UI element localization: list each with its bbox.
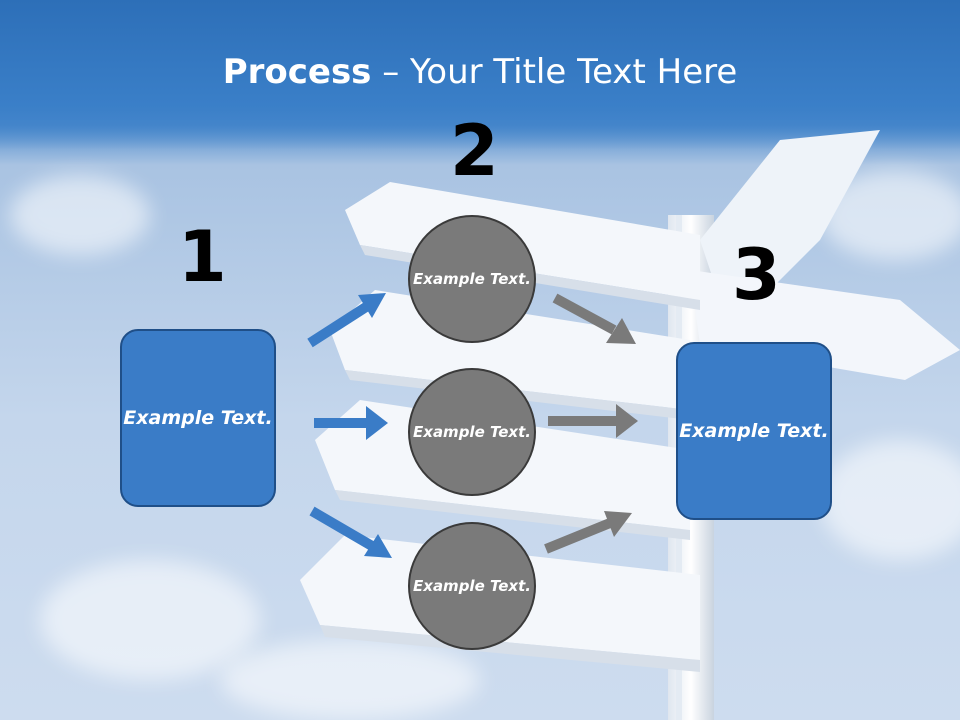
step-2-circle-top: Example Text.	[408, 215, 536, 343]
cloud	[820, 440, 960, 560]
gray-arrow-down	[552, 293, 636, 344]
blue-arrow-up	[307, 293, 386, 348]
cloud	[10, 175, 150, 255]
slide-title: Process – Your Title Text Here	[0, 52, 960, 92]
step-1-box: Example Text.	[120, 329, 276, 507]
step-number-1: 1	[178, 216, 227, 298]
step-2-circle-bottom: Example Text.	[408, 522, 536, 650]
header-band	[0, 0, 960, 150]
title-bold: Process	[222, 52, 372, 92]
step-number-3: 3	[732, 234, 781, 316]
step-number-2: 2	[450, 110, 499, 192]
gray-arrow-up	[544, 511, 632, 554]
cloud	[220, 640, 480, 720]
blue-arrow-down	[309, 506, 392, 558]
cloud	[40, 560, 260, 680]
blue-arrow-right	[314, 406, 388, 440]
step-3-box: Example Text.	[676, 342, 832, 520]
step-2-circle-middle: Example Text.	[408, 368, 536, 496]
gray-arrow-right	[548, 404, 638, 438]
title-rest: – Your Title Text Here	[371, 52, 738, 92]
